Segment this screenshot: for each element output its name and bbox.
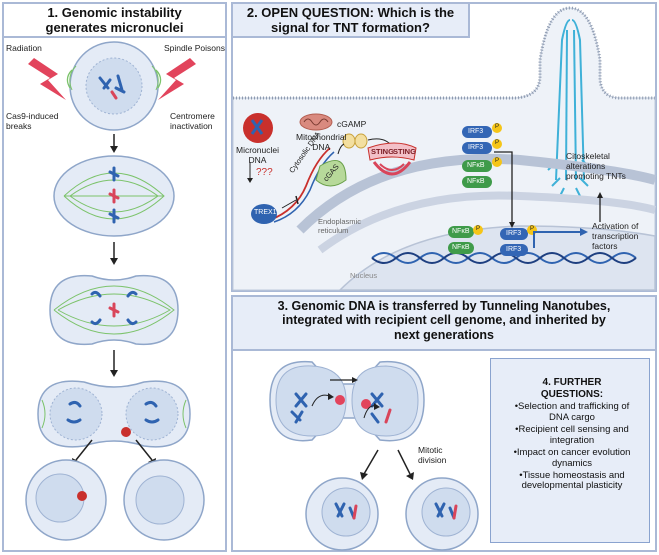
- cas9-label-line2: breaks: [6, 120, 32, 131]
- daughter-cell: [123, 459, 205, 541]
- sting-label-1: STING: [371, 147, 394, 156]
- actin-filaments: [547, 19, 593, 197]
- panel2-title-box: [233, 4, 470, 38]
- recipient-daughter-cell: [405, 477, 479, 551]
- cas9-label-line1: Cas9-induced: [6, 111, 59, 121]
- mitotic-division-label-line2: division: [418, 454, 447, 465]
- nucleus-label: Nucleus: [350, 271, 378, 280]
- cgas-icon: [315, 159, 347, 187]
- micronuclei-dna-label-line1: Micronuclei: [236, 145, 279, 155]
- irf3-label: IRF3: [506, 230, 522, 237]
- cytoskeletal-label-line2: alterations: [566, 160, 606, 171]
- further-questions-list: Selection and trafficking of DNA cargo R…: [505, 401, 639, 493]
- tnt-connected-cells: [269, 360, 425, 442]
- centromere-label: Centromere inactivation: [170, 111, 215, 132]
- micronuclei-dna-icon: [243, 113, 273, 143]
- sting-icon: [367, 142, 417, 176]
- phospho-label: P: [495, 124, 500, 130]
- er-label: Endoplasmic reticulum: [318, 217, 361, 235]
- cgamp-icon: [342, 133, 368, 149]
- panel3-title-line2: integrated with recipient cell genome, a…: [282, 313, 606, 328]
- further-question-item: Selection and trafficking of DNA cargo: [505, 401, 639, 424]
- cas9-label: Cas9-induced breaks: [6, 111, 59, 132]
- irf3-label: IRF3: [468, 144, 484, 151]
- irf3-label: IRF3: [506, 246, 522, 253]
- panel1-title-divider: [2, 36, 227, 38]
- further-questions-title: 4. FURTHER QUESTIONS:: [505, 377, 639, 400]
- telophase-cell: [37, 380, 191, 448]
- panel1-title-line1: 1. Genomic instability: [47, 5, 182, 20]
- recipient-daughter-cell: [305, 477, 379, 551]
- panel3-title-line1: 3. Genomic DNA is transferred by Tunneli…: [277, 299, 611, 313]
- nfkb-label: NFκB: [452, 228, 470, 235]
- panel2-title-line1: 2. OPEN QUESTION: Which is the: [246, 5, 455, 20]
- anaphase-cell: [49, 274, 179, 346]
- activation-label: Activation of transcription factors: [592, 221, 639, 251]
- mitochondrial-dna-label: Mitochondrial DNA: [296, 132, 347, 153]
- trex1-icon: [251, 204, 277, 224]
- nfkb-label: NFκB: [467, 178, 485, 185]
- activation-label-line1: Activation of: [592, 221, 639, 231]
- phospho-label: P: [495, 140, 500, 146]
- activation-label-line2: transcription: [592, 230, 639, 241]
- metaphase-cell: [53, 155, 175, 237]
- micronuclei-dna-label-line2: DNA: [248, 154, 267, 165]
- phospho-label: P: [530, 226, 535, 232]
- further-question-item: Impact on cancer evolution dynamics: [505, 447, 639, 470]
- mitotic-division-label: Mitotic division: [418, 445, 447, 466]
- mitochondrial-dna-label-line1: Mitochondrial: [296, 132, 347, 142]
- mitochondrial-dna-label-line2: DNA: [312, 141, 331, 152]
- mitotic-division-label-line1: Mitotic: [418, 445, 443, 455]
- phospho-label: P: [476, 226, 481, 232]
- panel2-title-line2: signal for TNT formation?: [271, 19, 430, 35]
- phospho-label: P: [495, 158, 500, 164]
- irf3-nfkb-stack-top: [462, 123, 502, 188]
- panel3-title-line3: next generations: [393, 327, 495, 342]
- er-label-line2: reticulum: [318, 225, 349, 235]
- cgamp-label: cGAMP: [337, 119, 367, 129]
- panel1-title-line2: generates micronuclei: [45, 19, 184, 35]
- cytoskeletal-label: Citoskeletal alterations promoting TNTs: [566, 151, 626, 181]
- radiation-label: Radiation: [6, 43, 42, 53]
- daughter-cell-with-micronucleus: [25, 459, 107, 541]
- cytoskeletal-label-line1: Citoskeletal: [566, 151, 610, 161]
- panel2-title: 2. OPEN QUESTION: Which is the signal fo…: [233, 5, 468, 36]
- question-marks-label: ???: [256, 167, 273, 178]
- micronucleus: [121, 427, 131, 437]
- centromere-label-line1: Centromere: [170, 111, 215, 121]
- further-questions-title-line1: 4. FURTHER: [542, 377, 602, 388]
- irf3-nfkb-stack-bottom: [448, 225, 537, 256]
- sting-label-2: STING: [393, 147, 416, 156]
- activation-label-line3: factors: [592, 240, 618, 251]
- panel3-title: 3. Genomic DNA is transferred by Tunneli…: [233, 299, 655, 342]
- trex1-label: TREX1: [254, 209, 277, 216]
- panel1-title: 1. Genomic instability generates micronu…: [2, 5, 227, 36]
- further-question-item: Recipient cell sensing and integration: [505, 424, 639, 447]
- cytoskeletal-label-line3: promoting TNTs: [566, 170, 626, 181]
- lightning-icon: [28, 58, 66, 100]
- further-question-item: Tissue homeostasis and developmental pla…: [505, 470, 639, 493]
- further-questions-title-line2: QUESTIONS:: [540, 388, 604, 400]
- micronuclei-dna-label: Micronuclei DNA: [236, 145, 279, 166]
- mitochondrion-icon: [299, 113, 333, 131]
- er-label-line1: Endoplasmic: [318, 217, 361, 226]
- nucleus: [338, 225, 656, 291]
- centromere-label-line2: inactivation: [170, 120, 213, 131]
- spindle-poisons-label: Spindle Poisons: [164, 43, 225, 53]
- panel3-title-box: [233, 297, 655, 351]
- nfkb-label: NFκB: [467, 162, 485, 169]
- lightning-icon: [158, 58, 196, 100]
- further-questions-box: 4. FURTHER QUESTIONS: Selection and traf…: [490, 358, 650, 543]
- irf3-label: IRF3: [468, 128, 484, 135]
- interphase-cell: [66, 41, 162, 131]
- nfkb-label: NFκB: [452, 244, 470, 251]
